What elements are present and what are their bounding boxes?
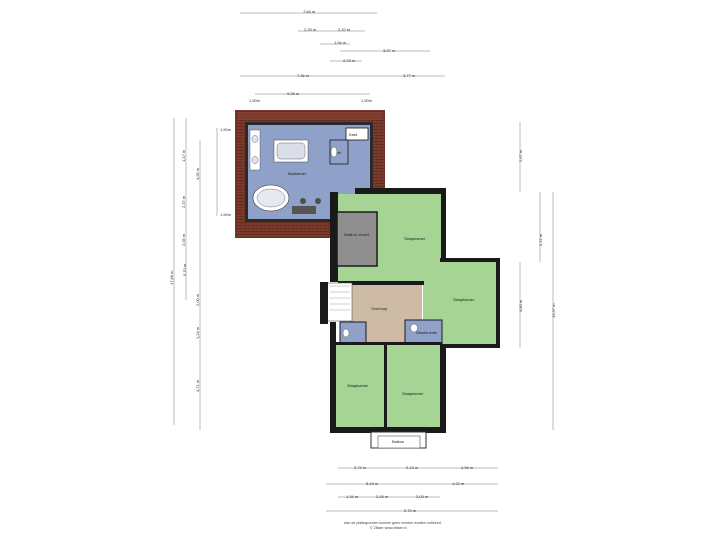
- room-label-overloop: Overloop: [371, 306, 388, 311]
- dim-left-3: 2,05 m: [181, 233, 186, 246]
- room-label-inloopkast: Walk-in closet: [344, 232, 370, 237]
- dim-bottom-7: 2,03 m: [416, 494, 429, 499]
- dim-left-4: 4,95 m: [195, 167, 200, 180]
- dim-top-3: 1,94 m: [334, 40, 347, 45]
- walk-in-closet: [336, 211, 378, 267]
- bedroom-bottom-right: [387, 344, 442, 428]
- dim-bottom-3: 5,44 m: [366, 481, 379, 486]
- roof-section: Kast Toilet Badkamer: [235, 110, 385, 238]
- dim-roof-left-1: 1,50m: [220, 127, 232, 132]
- right-dimensions: 2,67 m 5,12 m 4,80 m 13,37 m: [518, 122, 556, 430]
- dim-top-10: 1,50m: [361, 98, 373, 103]
- dim-top-1: 2,29 m: [304, 27, 317, 32]
- dim-top-4: 3,97 m: [383, 48, 396, 53]
- room-label-balkon: Balkon: [392, 439, 404, 444]
- dim-right-2: 4,80 m: [518, 299, 523, 312]
- left-dimensions: 17,80 m 1,17 m 2,37 m 2,05 m 4,95 m 5,70…: [169, 118, 232, 430]
- dim-left-7: 1,24 m: [195, 326, 200, 339]
- sink-icon: [251, 156, 259, 164]
- dim-top-2: 2,10 m: [338, 27, 351, 32]
- dim-top-0: 7,64 m: [303, 9, 316, 14]
- toilet-bowl-icon: [330, 146, 338, 158]
- dim-top-7: 3,77 m: [403, 73, 416, 78]
- dim-bottom-0: 2,74 m: [354, 465, 367, 470]
- dim-left-1: 1,17 m: [181, 149, 186, 162]
- roof-ridge: [238, 112, 382, 120]
- dim-right-1: 5,12 m: [538, 233, 543, 246]
- footer: Aan de plattegronden kunnen geen rechten…: [344, 521, 441, 530]
- main-floor: Slaapkamer Walk-in closet Slaapkamer Ove…: [320, 188, 500, 449]
- dim-right-3: 13,37 m: [551, 303, 556, 318]
- room-label-badkamer: Badkamer: [288, 171, 307, 176]
- closet: [345, 127, 369, 141]
- dim-roof-left-2: 1,50m: [220, 212, 232, 217]
- dim-right-0: 2,67 m: [518, 149, 523, 162]
- dim-left-0: 17,80 m: [169, 270, 174, 285]
- dim-bottom-8: 9,70 m: [404, 508, 417, 513]
- dim-top-5: 2,23 m: [343, 58, 356, 63]
- radiator-icon: [292, 206, 316, 214]
- footer-disclaimer: Aan de plattegronden kunnen geen rechten…: [344, 521, 441, 525]
- dim-top-6: 7,46 m: [297, 73, 310, 78]
- dim-bottom-2: 2,96 m: [461, 465, 474, 470]
- dim-bottom-6: 2,15 m: [376, 494, 389, 499]
- dim-bottom-1: 2,13 m: [406, 465, 419, 470]
- bottom-dimensions: 2,74 m 2,13 m 2,96 m 5,44 m 4,22 m 1,34 …: [326, 465, 498, 513]
- top-dimensions: 7,64 m 2,29 m 2,10 m 1,94 m 3,97 m 2,23 …: [240, 9, 445, 103]
- dim-left-2: 2,37 m: [181, 195, 186, 208]
- toilet-bowl-icon: [342, 328, 350, 338]
- dim-left-5: 5,70 m: [182, 263, 187, 276]
- sink-icon: [251, 135, 259, 143]
- room-label-kast: Kast: [349, 132, 358, 137]
- toilet-top: [329, 139, 349, 165]
- room-label-washruimte: Washruimte: [416, 330, 438, 335]
- dim-left-8: 4,71 m: [195, 379, 200, 392]
- room-label-slaapkamer-3: Slaapkamer: [347, 383, 369, 388]
- bedroom-bottom-left: [336, 344, 386, 428]
- vanity-icon: [249, 129, 261, 171]
- dim-top-9: 1,50m: [249, 98, 261, 103]
- footer-copyright: © Ziltaer www.ziltaer.nl: [370, 526, 407, 530]
- dim-top-8: 9,28 m: [287, 91, 300, 96]
- dim-left-6: 2,00 m: [195, 293, 200, 306]
- dim-bottom-4: 4,22 m: [452, 481, 465, 486]
- room-label-slaapkamer-4: Slaapkamer: [402, 391, 424, 396]
- dim-bottom-5: 1,34 m: [346, 494, 359, 499]
- room-label-slaapkamer-1: Slaapkamer: [404, 236, 426, 241]
- room-label-slaapkamer-2: Slaapkamer: [453, 297, 475, 302]
- washbasin-icon: [410, 323, 418, 333]
